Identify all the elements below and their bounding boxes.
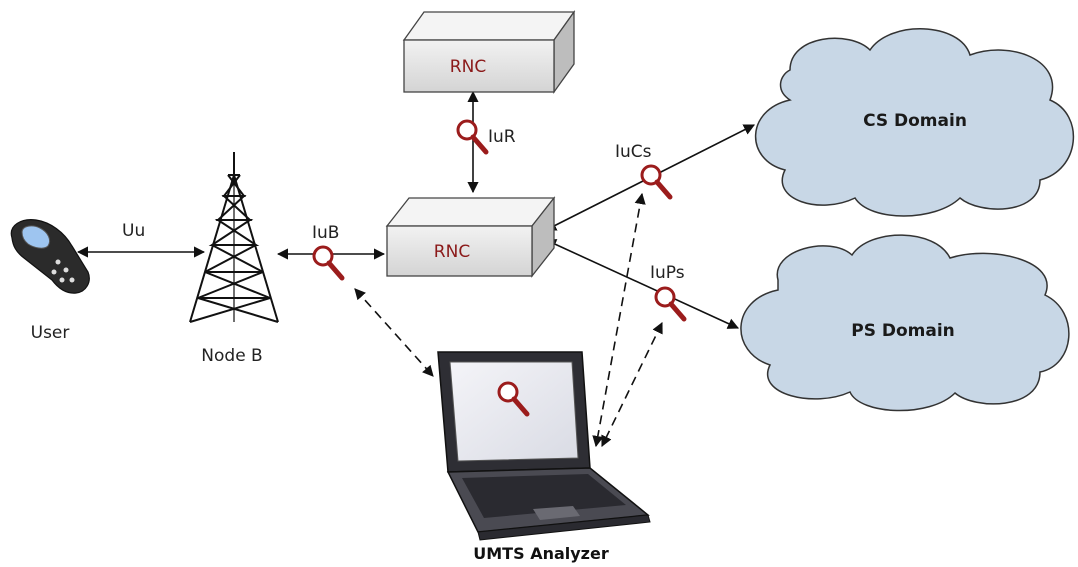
iub-monitor-link [354,288,434,377]
user-label: User [31,323,70,343]
ps-domain-cloud: PS Domain [740,234,1070,412]
cs-domain-cloud: CS Domain [754,28,1075,217]
rnc-top-box: RNC [402,9,576,95]
iups-monitor-link [601,321,663,448]
rnc-main-label: RNC [434,242,470,262]
iups-link [544,239,740,329]
iur-label: IuR [488,127,516,147]
connections [76,90,755,448]
iucs-monitor-link [592,192,646,448]
node-b-tower [189,152,279,323]
analyzer-label: UMTS Analyzer [473,544,609,563]
rnc-top-label: RNC [450,57,486,77]
iur-probe-icon [458,121,486,152]
iucs-probe-icon [642,166,670,197]
node-b-label: Node B [201,346,262,366]
user-phone-icon [10,219,90,294]
cs-domain-label: CS Domain [863,111,967,131]
uu-label: Uu [122,221,145,241]
ps-domain-label: PS Domain [851,321,955,341]
iucs-label: IuCs [615,142,652,162]
iub-probe-icon [314,247,342,278]
analyzer-laptop-icon [437,351,651,541]
iups-probe-icon [656,288,684,319]
rnc-main-box: RNC [385,196,556,278]
iub-label: IuB [312,223,339,243]
iups-label: IuPs [650,263,685,283]
